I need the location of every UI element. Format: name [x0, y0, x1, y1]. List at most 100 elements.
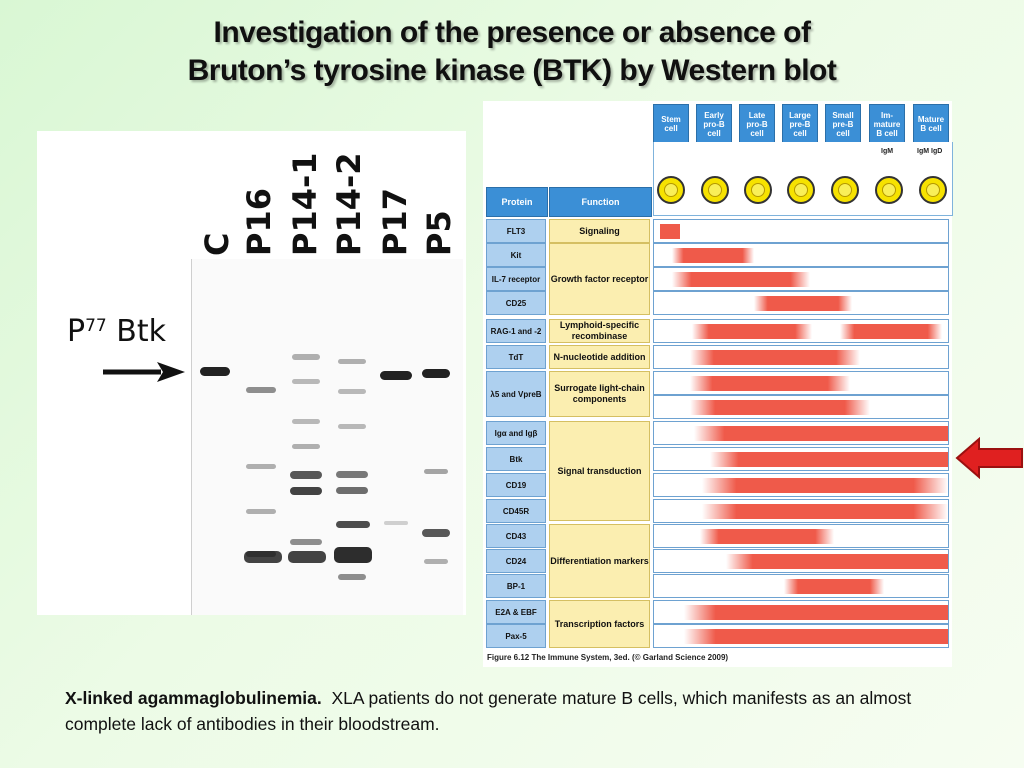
band — [292, 354, 320, 360]
function-cell: Signaling — [549, 219, 650, 243]
expression-bar — [690, 376, 850, 391]
expression-bar — [690, 350, 860, 365]
igm-label: IgM — [881, 148, 894, 155]
caption-text: XLA patients do not generate mature B ce… — [65, 688, 912, 734]
band — [246, 387, 276, 393]
protein-column-header: Protein — [486, 187, 548, 217]
gel-membrane — [191, 259, 463, 615]
expression-bar — [694, 426, 948, 441]
expression-bar — [710, 452, 948, 467]
slide-caption: X-linked agammaglobulinemia. XLA patient… — [65, 685, 965, 737]
band — [384, 521, 408, 525]
lane-label-p14-2: P14-2 — [330, 152, 368, 256]
expression-row-l5-vpreb-1 — [653, 371, 949, 395]
function-column-header: Function — [549, 187, 652, 217]
expression-row-ig-alpha-beta — [653, 421, 949, 445]
btk-band — [380, 371, 412, 380]
lane-p14-1 — [286, 259, 328, 615]
protein-cell: Igα and Igβ — [486, 421, 546, 445]
lane-label-c: C — [198, 232, 236, 256]
lane-p17 — [376, 259, 418, 615]
immature-b-cell-icon — [875, 176, 903, 204]
stage-header: Large pre-B cell — [782, 104, 818, 144]
protein-cell: TdT — [486, 345, 546, 369]
band — [246, 509, 276, 514]
protein-cell: Kit — [486, 243, 546, 267]
expression-bar — [692, 324, 812, 339]
expression-row-kit — [653, 243, 949, 267]
expression-bar — [672, 272, 810, 287]
stage-header: Mature B cell — [913, 104, 949, 144]
slide-title: Investigation of the presence or absence… — [0, 14, 1024, 90]
band — [244, 551, 282, 563]
lane-p16 — [242, 259, 284, 615]
protein-cell: E2A & EBF — [486, 600, 546, 624]
expression-row-cd24 — [653, 549, 949, 573]
function-cell: Transcription factors — [549, 600, 650, 648]
western-blot-image: C P16 P14-1 P14-2 P17 P5 P77 Btk — [37, 131, 466, 615]
protein-cell: CD24 — [486, 549, 546, 573]
protein-cell: FLT3 — [486, 219, 546, 243]
expression-bar — [684, 629, 948, 644]
band — [292, 419, 320, 424]
expression-row-cd25 — [653, 291, 949, 315]
band — [338, 424, 366, 429]
expression-row-cd19 — [653, 473, 949, 497]
figure-credit: Figure 6.12 The Immune System, 3ed. (© G… — [487, 653, 729, 662]
large-pre-b-cell-icon — [787, 176, 815, 204]
stage-header: Small pre-B cell — [825, 104, 861, 144]
band — [336, 521, 370, 528]
expression-bar — [660, 224, 680, 239]
expression-bar — [690, 400, 870, 415]
band — [290, 539, 322, 545]
protein-cell: CD25 — [486, 291, 546, 315]
protein-cell: CD45R — [486, 499, 546, 523]
marker-btk: Btk — [116, 314, 166, 349]
protein-cell: RAG-1 and -2 — [486, 319, 546, 343]
function-cell: Signal transduction — [549, 421, 650, 521]
title-line-1: Investigation of the presence or absence… — [213, 16, 812, 49]
band — [288, 551, 326, 563]
band — [336, 471, 368, 478]
protein-cell: λ5 and VpreB — [486, 371, 546, 417]
expression-row-bp1 — [653, 574, 949, 598]
band — [292, 444, 320, 449]
btk-band — [200, 367, 230, 376]
lane-label-p17: P17 — [376, 188, 414, 256]
protein-cell: Pax-5 — [486, 624, 546, 648]
lane-p14-2 — [332, 259, 374, 615]
expression-row-tdt — [653, 345, 949, 369]
band — [424, 469, 448, 474]
caption-bold: X-linked agammaglobulinemia. — [65, 688, 322, 708]
stage-header: Early pro-B cell — [696, 104, 732, 144]
expression-row-e2a-ebf — [653, 600, 949, 624]
expression-bar — [784, 579, 884, 594]
band — [290, 471, 322, 479]
lane-label-p16: P16 — [240, 188, 278, 256]
band — [338, 574, 366, 580]
igm-igd-label: IgM IgD — [917, 148, 943, 155]
lane-p5 — [418, 259, 460, 615]
protein-cell: IL-7 receptor — [486, 267, 546, 291]
band — [338, 359, 366, 364]
expression-row-cd45r — [653, 499, 949, 523]
expression-bar — [702, 504, 948, 519]
btk-expression-figure: Stem cell Early pro-B cell Late pro-B ce… — [483, 101, 953, 667]
stage-header: Late pro-B cell — [739, 104, 775, 144]
btk-band — [422, 369, 450, 378]
function-cell: N-nucleotide addition — [549, 345, 650, 369]
expression-row-il7r — [653, 267, 949, 291]
btk-highlight-arrow — [955, 437, 1023, 479]
expression-bar — [684, 605, 948, 620]
stage-header: Im-mature B cell — [869, 104, 905, 144]
protein-cell: CD19 — [486, 473, 546, 497]
lane-c — [196, 259, 238, 615]
early-pro-b-cell-icon — [701, 176, 729, 204]
protein-cell: BP-1 — [486, 574, 546, 598]
band — [338, 389, 366, 394]
lane-label-p14-1: P14-1 — [286, 152, 324, 256]
lane-label-p5: P5 — [420, 210, 458, 256]
title-line-2: Bruton’s tyrosine kinase (BTK) by Wester… — [187, 54, 837, 87]
stem-cell-icon — [657, 176, 685, 204]
expression-row-btk — [653, 447, 949, 471]
